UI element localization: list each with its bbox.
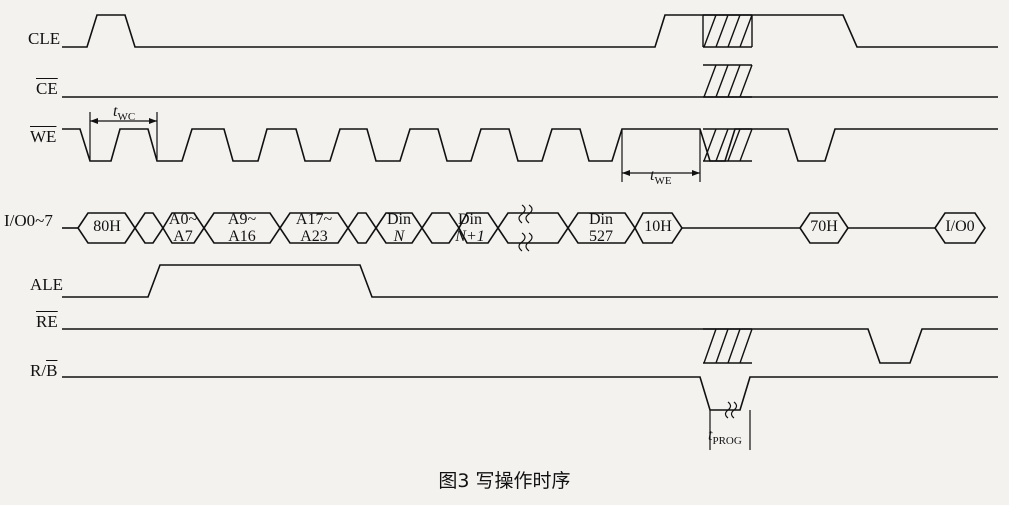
io-label: I/O0~7 (4, 211, 53, 230)
re-label: RE (36, 312, 58, 331)
we-waveform (62, 128, 998, 162)
cle-waveform (62, 14, 998, 48)
rb-waveform (62, 376, 998, 411)
ce-label: CE (36, 79, 58, 98)
bus-cell-label: A0~A7 (168, 211, 198, 245)
rb-label-b: B (46, 361, 58, 380)
ale-label: ALE (30, 275, 64, 294)
tprog-label: tPROG (708, 427, 742, 448)
bus-cell-label: I/O0 (945, 218, 975, 235)
bus-cell-label: A9~A16 (227, 211, 257, 245)
rb-label: R/B (30, 362, 57, 379)
re-waveform (62, 328, 998, 364)
bus-cell-label: 10H (644, 218, 672, 235)
bus-cell-label: 80H (93, 218, 121, 235)
tprog-break (724, 401, 738, 419)
twe-marker (621, 130, 701, 182)
bus-cell-label: 70H (810, 218, 838, 235)
io-bus (62, 212, 986, 244)
figure-caption: 图3 写操作时序 (438, 470, 571, 492)
twe-label: tWE (650, 167, 672, 188)
rb-label-r: R/ (30, 361, 47, 380)
twc-label: tWC (113, 103, 136, 124)
we-label: WE (30, 127, 57, 146)
hatch-regions (702, 14, 753, 364)
cle-label: CLE (28, 29, 61, 48)
tprog-marker (709, 410, 751, 450)
ale-waveform (62, 264, 998, 298)
twc-marker (89, 112, 158, 160)
bus-break (518, 204, 533, 252)
bus-cell-label: A17~A23 (295, 211, 333, 245)
